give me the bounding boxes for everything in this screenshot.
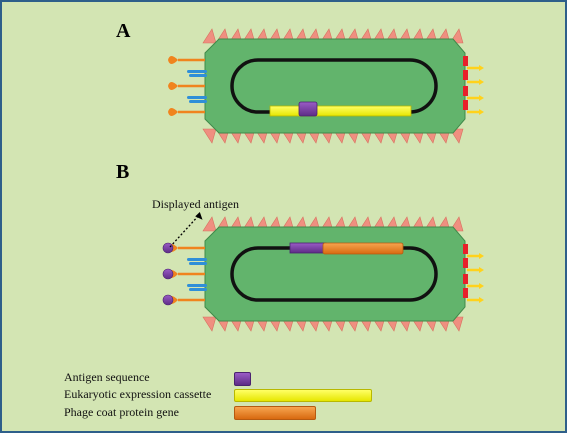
minor-coat-protein <box>189 74 207 77</box>
yellow-end-protein-tip <box>479 109 484 115</box>
yellow-end-protein-tip <box>479 79 484 85</box>
red-end-protein <box>463 100 468 110</box>
coat-protein-spike <box>202 316 217 332</box>
red-end-protein <box>463 288 468 298</box>
minor-coat-protein <box>189 262 207 265</box>
red-end-protein <box>463 244 468 254</box>
tail-fiber-head <box>168 82 178 90</box>
legend-swatch-coat-gene <box>234 406 316 420</box>
displayed-antigen <box>162 268 174 280</box>
minor-coat-protein <box>187 96 207 99</box>
red-end-protein <box>463 274 468 284</box>
displayed-antigen <box>162 242 174 254</box>
expression-cassette-insert <box>269 105 412 117</box>
coat-protein-spike <box>202 28 217 44</box>
legend-swatch-cassette <box>234 389 372 402</box>
yellow-end-protein-tip <box>479 253 484 259</box>
phage-capsid <box>204 38 466 134</box>
antigen-sequence-insert <box>289 242 327 254</box>
yellow-end-protein-tip <box>479 65 484 71</box>
minor-coat-protein <box>187 284 207 287</box>
red-end-protein <box>463 86 468 96</box>
red-end-protein <box>463 56 468 66</box>
legend-label-cassette: Eukaryotic expression cassette <box>64 387 212 401</box>
yellow-end-protein-tip <box>479 283 484 289</box>
legend-swatch-antigen <box>234 372 251 386</box>
tail-fiber-head <box>168 108 178 116</box>
phage-a <box>168 28 484 144</box>
yellow-end-protein-tip <box>479 95 484 101</box>
displayed-antigen-label: Displayed antigen <box>152 197 239 211</box>
minor-coat-protein <box>187 70 207 73</box>
red-end-protein <box>463 258 468 268</box>
panel-label-a: A <box>116 20 131 42</box>
antigen-sequence-insert <box>298 101 318 117</box>
coat-protein-gene-insert <box>322 242 404 255</box>
coat-protein-spike <box>202 216 217 232</box>
tail-fiber-head <box>168 56 178 64</box>
displayed-antigen-arrow <box>169 212 203 248</box>
minor-coat-protein <box>189 288 207 291</box>
displayed-antigen <box>162 294 174 306</box>
minor-coat-protein <box>189 100 207 103</box>
phage-b <box>162 216 484 332</box>
phage-capsid <box>204 226 466 322</box>
panel-label-b: B <box>116 161 130 183</box>
legend-label-coat-gene: Phage coat protein gene <box>64 405 179 419</box>
legend-label-antigen: Antigen sequence <box>64 370 150 384</box>
minor-coat-protein <box>187 258 207 261</box>
yellow-end-protein-tip <box>479 267 484 273</box>
yellow-end-protein-tip <box>479 297 484 303</box>
red-end-protein <box>463 70 468 80</box>
coat-protein-spike <box>202 128 217 144</box>
